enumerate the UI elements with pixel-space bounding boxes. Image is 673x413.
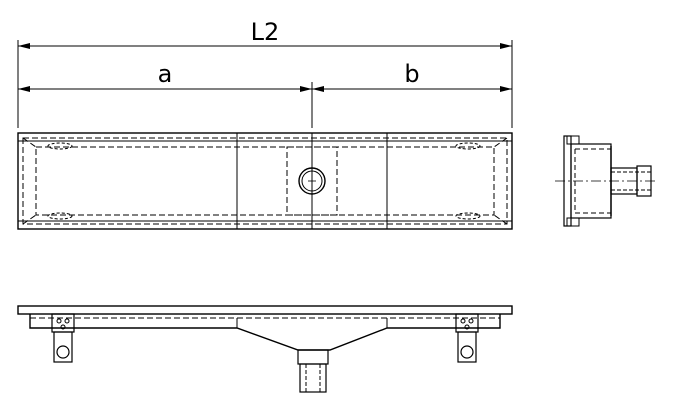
front-view-rim <box>17 305 513 315</box>
top-view-hidden-lines <box>22 137 508 225</box>
outlet-circle-outer <box>298 167 326 195</box>
top-view-outer-frame <box>17 132 513 230</box>
top-view-section-lines <box>18 133 512 229</box>
front-view-outlet-pipe <box>299 363 327 393</box>
dimension-lines <box>17 40 513 128</box>
front-view-body <box>29 314 501 351</box>
front-view <box>17 305 513 393</box>
dimension-label-a: a <box>158 60 173 88</box>
dimension-label-l2: L2 <box>251 18 280 46</box>
side-view <box>555 135 655 227</box>
dimension-label-b: b <box>404 60 419 88</box>
outlet-circle-inner <box>301 170 323 192</box>
top-view-clips <box>47 142 481 220</box>
front-view-outlet-collar <box>297 349 329 365</box>
front-view-left-clip <box>51 313 75 363</box>
top-view <box>17 132 513 230</box>
front-view-right-clip <box>455 313 479 363</box>
